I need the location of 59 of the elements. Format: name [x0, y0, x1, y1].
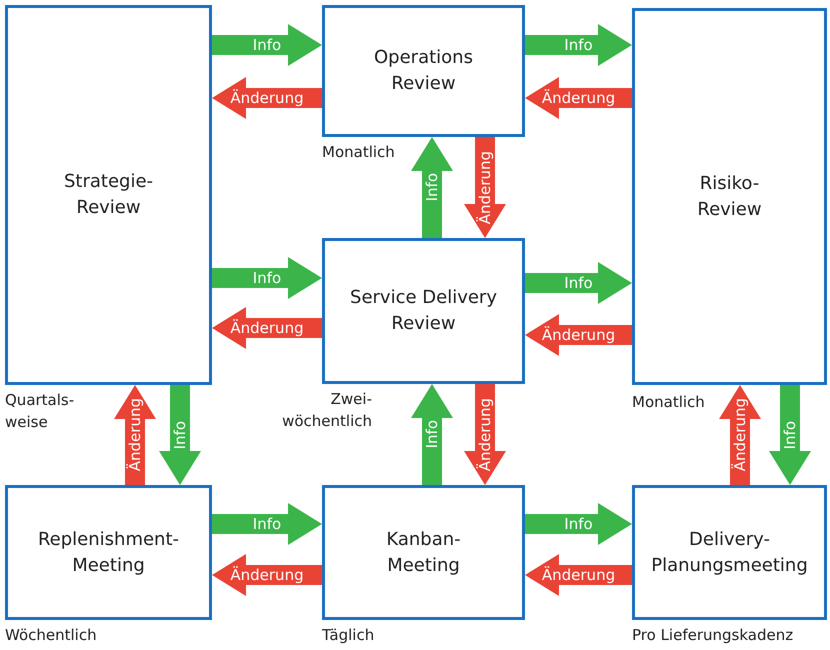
edge-label: Änderung	[542, 566, 616, 584]
box-title: Service Delivery Review	[349, 286, 498, 336]
edge-label: Änderung	[542, 89, 616, 107]
block-arrow	[212, 24, 322, 66]
edge-label: Info	[423, 420, 441, 449]
block-arrow	[525, 554, 632, 596]
box-title: Kanban- Meeting	[385, 528, 462, 578]
edge-label: Info	[564, 515, 593, 533]
meeting-box	[322, 485, 525, 620]
edge-label: Änderung	[476, 150, 494, 224]
edge-label: Info	[252, 515, 282, 533]
frequency-label: Quartals- weise	[5, 390, 76, 433]
box-title: Delivery- Planungsmeeting	[650, 528, 809, 578]
frequency-label: Zwei- wöchentlich	[281, 389, 372, 432]
block-arrow	[212, 257, 322, 299]
meeting-box	[5, 485, 212, 620]
box-title: Operations Review	[373, 46, 474, 96]
block-arrow	[212, 554, 322, 596]
box-title: Strategie- Review	[62, 170, 154, 220]
block-arrow	[159, 385, 201, 485]
edge-label: Änderung	[230, 566, 304, 584]
meeting-box	[5, 5, 212, 385]
block-arrow	[719, 385, 761, 485]
block-arrow	[212, 503, 322, 545]
block-arrow	[212, 77, 322, 119]
block-arrow	[525, 503, 632, 545]
edge-label: Info	[171, 420, 189, 450]
frequency-label: Pro Lieferungskadenz	[632, 625, 794, 646]
edge-label: Info	[781, 420, 799, 450]
edge-label: Änderung	[230, 89, 304, 107]
edge-label: Info	[564, 274, 593, 292]
edge-label: Info	[423, 173, 441, 202]
block-arrow	[525, 77, 632, 119]
block-arrow	[525, 24, 632, 66]
edge-label: Info	[564, 36, 593, 54]
meeting-box	[632, 8, 827, 385]
block-arrow	[464, 384, 506, 485]
block-arrow	[525, 314, 632, 356]
block-arrow	[411, 137, 453, 238]
meeting-box	[322, 5, 525, 137]
box-title: Replenishment- Meeting	[36, 528, 180, 578]
edge-label: Änderung	[542, 326, 616, 344]
edge-label: Änderung	[126, 398, 144, 472]
frequency-label: Täglich	[322, 625, 376, 646]
block-arrow	[114, 385, 156, 485]
edge-label: Änderung	[731, 398, 749, 472]
block-arrow	[769, 385, 811, 485]
block-arrow	[525, 262, 632, 304]
edge-label: Änderung	[230, 319, 304, 337]
edge-label: Info	[252, 269, 282, 287]
block-arrow	[212, 307, 322, 349]
edge-label: Info	[252, 36, 282, 54]
block-arrow	[411, 384, 453, 485]
edge-label: Änderung	[476, 398, 494, 472]
frequency-label: Wöchentlich	[5, 625, 98, 646]
box-title: Risiko- Review	[696, 172, 763, 222]
meeting-box	[632, 485, 827, 620]
block-arrow	[464, 137, 506, 238]
meeting-box	[322, 238, 525, 384]
